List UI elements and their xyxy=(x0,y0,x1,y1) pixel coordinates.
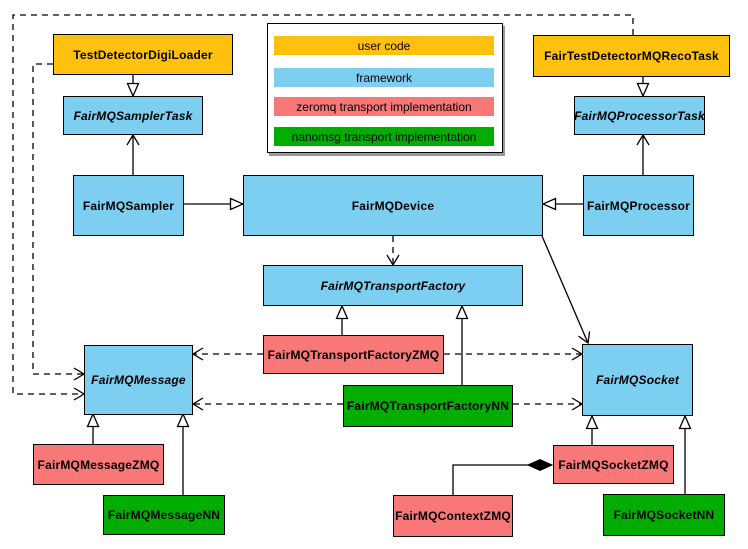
class-box-fairmqmessage: FairMQMessage xyxy=(84,345,193,415)
class-box-fairmqtransportfactory: FairMQTransportFactory xyxy=(263,265,523,306)
class-box-fairmqmessagenn: FairMQMessageNN xyxy=(103,495,225,535)
legend-item-zeromq: zeromq transport implementation xyxy=(274,97,494,116)
class-box-fairmqmessagezmq: FairMQMessageZMQ xyxy=(33,444,164,485)
class-box-fairtestdetectormqrecotask: FairTestDetectorMQRecoTask xyxy=(533,35,730,77)
legend-box: user code framework zeromq transport imp… xyxy=(267,23,503,153)
edge-contextzmq-socketzmq-composition xyxy=(452,465,552,495)
edge-digiloader-message-dep xyxy=(32,63,86,381)
class-box-fairmqtransportfactoryzmq: FairMQTransportFactoryZMQ xyxy=(263,335,444,374)
class-box-fairmqdevice: FairMQDevice xyxy=(243,175,543,236)
class-box-fairmqprocessortask: FairMQProcessorTask xyxy=(574,96,705,135)
class-box-fairmqsocketnn: FairMQSocketNN xyxy=(603,494,725,536)
class-box-fairmqcontextzmq: FairMQContextZMQ xyxy=(393,495,513,537)
class-box-fairmqsamplertask: FairMQSamplerTask xyxy=(63,96,203,135)
edge-device-socket xyxy=(541,235,591,345)
class-box-fairmqprocessor: FairMQProcessor xyxy=(583,175,694,236)
edge-recotask-message-dep xyxy=(12,14,634,401)
legend-item-framework: framework xyxy=(274,68,494,87)
class-box-fairmqsocket: FairMQSocket xyxy=(582,344,693,416)
class-box-fairmqsampler: FairMQSampler xyxy=(73,175,184,236)
class-box-fairmqsocketzmq: FairMQSocketZMQ xyxy=(553,445,674,484)
class-box-fairmqtransportfactorynn: FairMQTransportFactoryNN xyxy=(343,385,513,427)
class-box-testdetectordigiloader: TestDetectorDigiLoader xyxy=(53,34,233,75)
legend-item-user-code: user code xyxy=(274,36,494,55)
legend-item-nanomsg: nanomsg transport implementation xyxy=(274,127,494,146)
